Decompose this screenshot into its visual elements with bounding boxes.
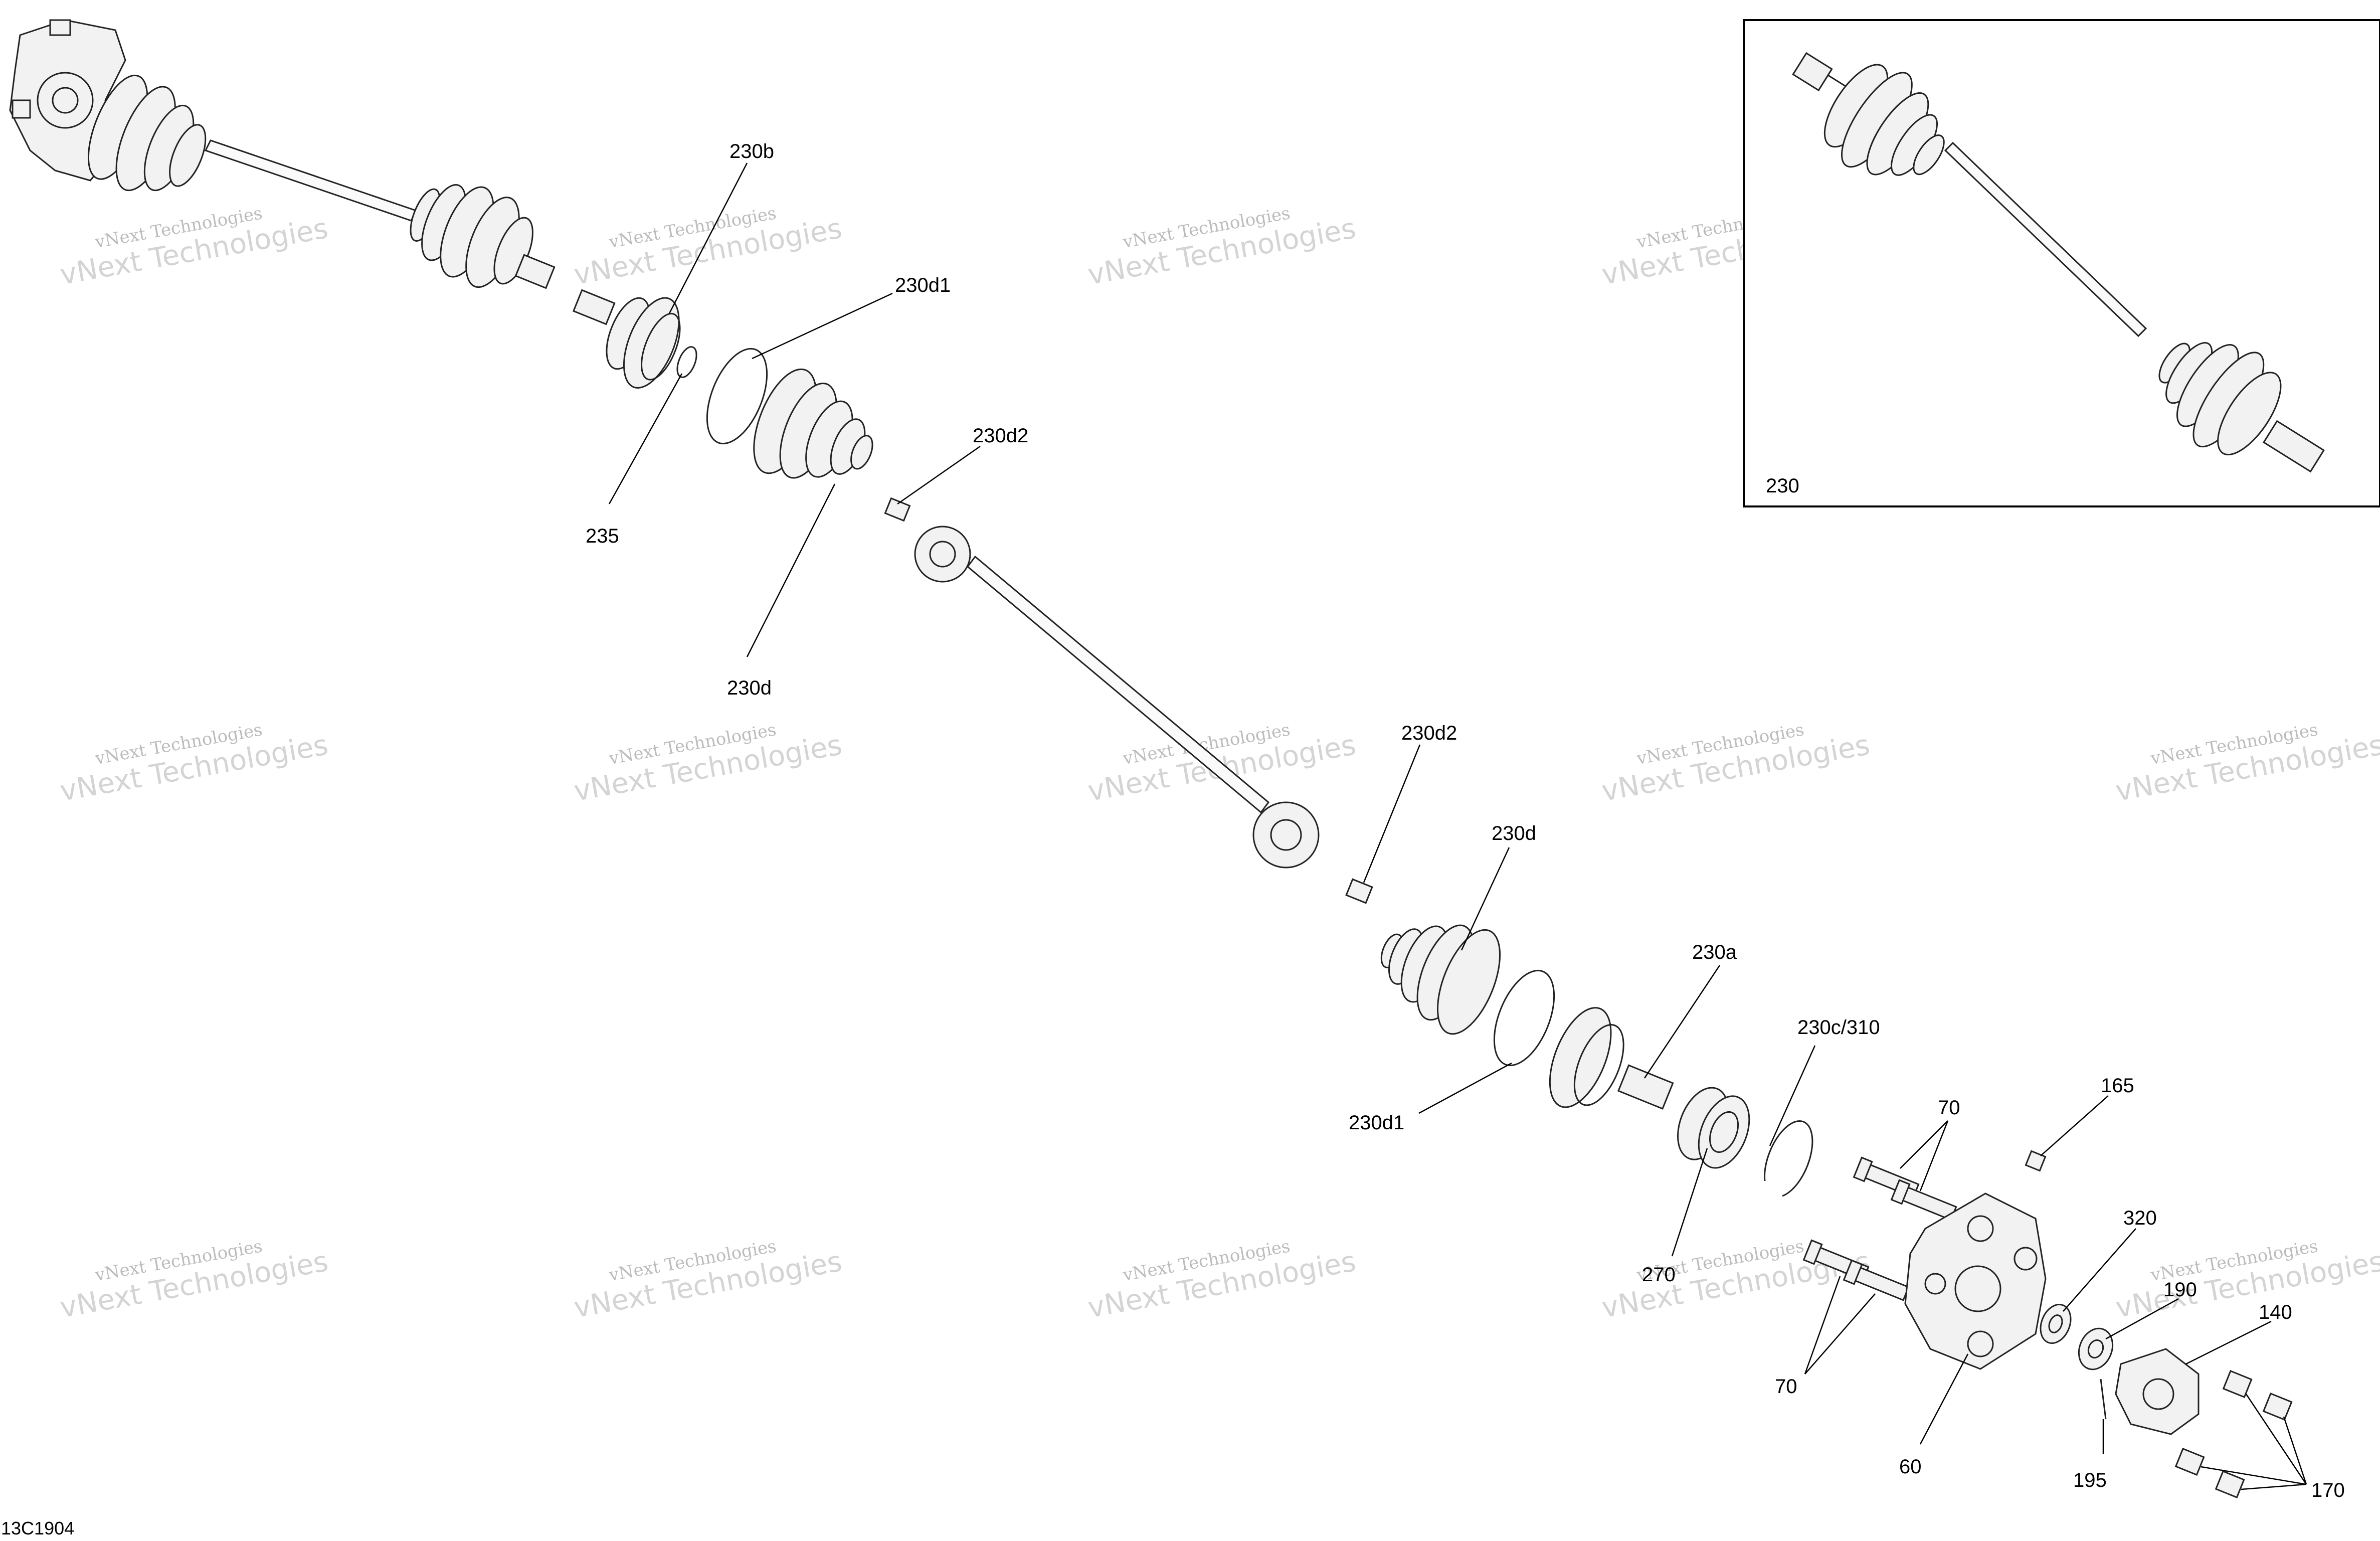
callout-140: 140: [2259, 1301, 2292, 1323]
boot-clamp-mid: [1493, 969, 1555, 1067]
callout-230d2: 230d2: [973, 425, 1028, 447]
outer-joint-stub: [1549, 1007, 1674, 1110]
knuckle-60: [1904, 1192, 2047, 1370]
watermark: vNext Technologies vNext Technologies: [572, 1236, 844, 1324]
callout-270: 270: [1642, 1264, 1676, 1286]
inset-label: 230: [1766, 475, 1799, 497]
castle-nut-190: [2078, 1327, 2114, 1371]
inset-complete-shaft: 230: [1743, 19, 2380, 507]
callout-230d: 230d: [727, 677, 772, 699]
inner-joint-housing: [572, 289, 681, 389]
callout-60: 60: [1899, 1456, 1922, 1478]
nut-165: [2025, 1150, 2047, 1172]
hub-140: [2115, 1348, 2200, 1435]
boot-top: [753, 368, 873, 479]
retaining-ring: [1764, 1120, 1813, 1197]
wheel-nuts-170: [2174, 1370, 2293, 1499]
circlip-235: [676, 346, 697, 378]
callout-230d2: 230d2: [1401, 722, 1457, 744]
parts-layer: [9, 19, 2293, 1499]
callout-230d: 230d: [1492, 822, 1536, 844]
callout-230b: 230b: [729, 140, 774, 162]
bearing-270: [1677, 1087, 1750, 1169]
callout-320: 320: [2123, 1207, 2157, 1229]
inset-shaft-drawing: [1792, 52, 2325, 473]
callout-235: 235: [586, 525, 619, 547]
callout-labels: 230b 230d1 235 230d2 230d 230d2 230d 230…: [586, 140, 2345, 1501]
callout-165: 165: [2101, 1075, 2134, 1097]
watermark: vNext Technologies vNext Technologies: [58, 1236, 330, 1324]
callout-70: 70: [1938, 1097, 1960, 1119]
watermark: vNext Technologies vNext Technologies: [1599, 720, 1872, 808]
bolts-70: [1802, 1156, 1957, 1301]
cotter-pin-195: [2100, 1379, 2107, 1420]
leader-lines: [608, 162, 2307, 1490]
watermark: vNext Technologies vNext Technologies: [2113, 720, 2380, 808]
callout-70: 70: [1775, 1376, 1797, 1398]
callout-230d1: 230d1: [895, 274, 951, 296]
watermark: vNext Technologies vNext Technologies: [1085, 720, 1358, 808]
watermark: vNext Technologies vNext Technologies: [2113, 1236, 2380, 1324]
watermark: vNext Technologies vNext Technologies: [58, 720, 330, 808]
boot-mid: [1380, 924, 1501, 1035]
washer-320: [2040, 1303, 2072, 1344]
outer-cv-assembly-top: [9, 19, 556, 289]
diagram-code: 13C1904: [1, 1518, 74, 1538]
boot-clamp-top: [706, 348, 768, 445]
callout-190: 190: [2163, 1279, 2197, 1301]
callout-170: 170: [2311, 1479, 2345, 1501]
small-clamp-mid: [1345, 878, 1373, 904]
watermark: vNext Technologies vNext Technologies: [1599, 1236, 1872, 1324]
watermark: vNext Technologies vNext Technologies: [572, 720, 844, 808]
center-shaft: [914, 526, 1320, 869]
callout-230a: 230a: [1692, 941, 1737, 963]
watermark: vNext Technologies vNext Technologies: [58, 203, 330, 291]
watermark: vNext Technologies vNext Technologies: [1085, 1236, 1358, 1324]
watermark: vNext Technologies vNext Technologies: [1085, 203, 1358, 291]
small-clamp-top: [884, 497, 911, 522]
callout-230d1: 230d1: [1349, 1112, 1404, 1134]
callout-230c-310: 230c/310: [1797, 1016, 1880, 1039]
callout-195: 195: [2073, 1469, 2107, 1491]
